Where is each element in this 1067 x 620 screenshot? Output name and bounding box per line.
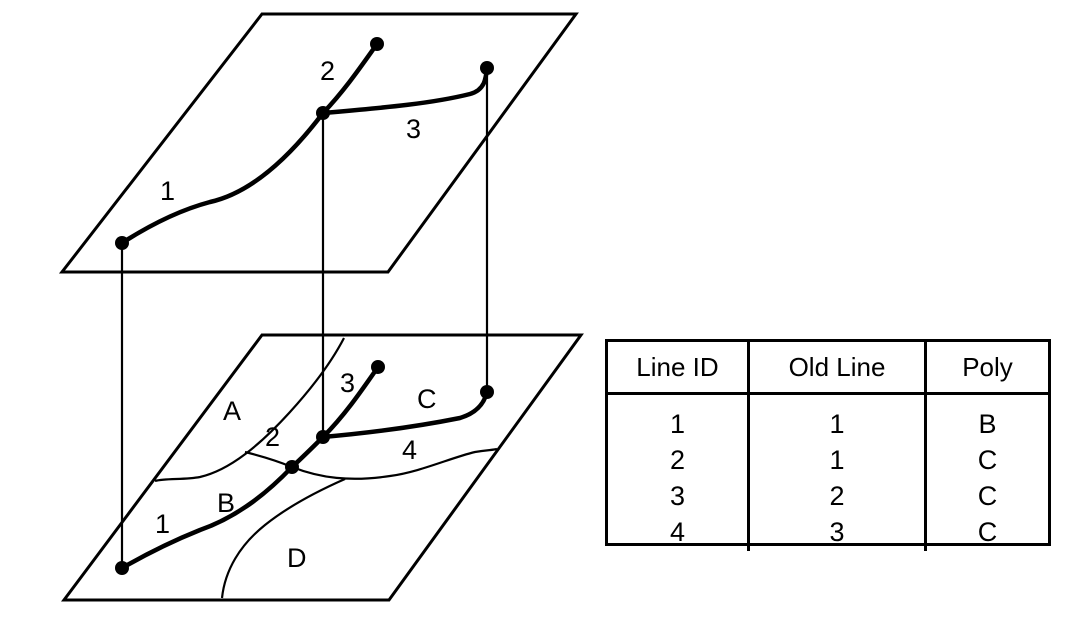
upper-line-3 [320,65,490,116]
upper-node [316,106,330,120]
table-cell: 1 [669,409,686,439]
table-cell: C [977,481,998,511]
table-cell: 2 [829,481,845,511]
table-cell: 4 [669,517,686,547]
line-id-column: 1 2 3 4 [608,393,750,551]
upper-line-1 [119,110,326,246]
upper-line-label: 1 [160,176,175,206]
upper-node [480,61,494,75]
upper-line-label: 2 [320,56,335,86]
upper-node [370,37,384,51]
lower-line-label: 1 [155,509,170,539]
lower-line-3 [320,364,381,440]
lower-line-1 [119,464,295,571]
table-header-row: Line ID Old Line Poly [608,342,1048,395]
polygon-boundary-d [220,477,346,599]
polygon-label: D [287,543,307,573]
table-cell: C [977,445,998,475]
lower-node [371,360,385,374]
lower-node [285,460,299,474]
table-cell: 1 [829,409,845,439]
lower-line-label: 3 [340,368,355,398]
polygon-label: C [417,384,437,414]
upper-line-label: 3 [406,114,421,144]
table-cell: 3 [669,481,686,511]
polygon-boundary-middle [244,447,498,480]
lower-plane [61,333,584,602]
upper-line-2 [320,41,380,116]
table-cell: 2 [669,445,686,475]
column-header-poly: Poly [925,342,1048,395]
lower-line-label: 2 [265,422,280,452]
lower-node [316,430,330,444]
table-cell: 3 [829,517,845,547]
table-body: 1 2 3 4 1 1 2 3 B C C C [608,393,1049,552]
lower-line-label: 4 [402,435,417,465]
table-cell: 1 [829,445,845,475]
column-header-line-id: Line ID [608,342,750,395]
column-header-old-line: Old Line [748,342,927,395]
table-cell: C [977,517,998,547]
old-line-column: 1 1 2 3 [748,393,927,551]
lower-node [480,385,494,399]
lower-line-4 [320,389,490,440]
polygon-label: B [217,488,235,518]
attribute-table: Line ID Old Line Poly 1 2 3 4 1 1 2 3 [605,339,1051,551]
poly-column: B C C C [926,394,1049,552]
upper-plane [58,12,579,274]
upper-node [115,236,129,250]
polygon-label: A [223,396,241,426]
polygon-boundary-a [154,337,345,483]
lower-node [115,561,129,575]
table-cell: B [978,409,997,439]
